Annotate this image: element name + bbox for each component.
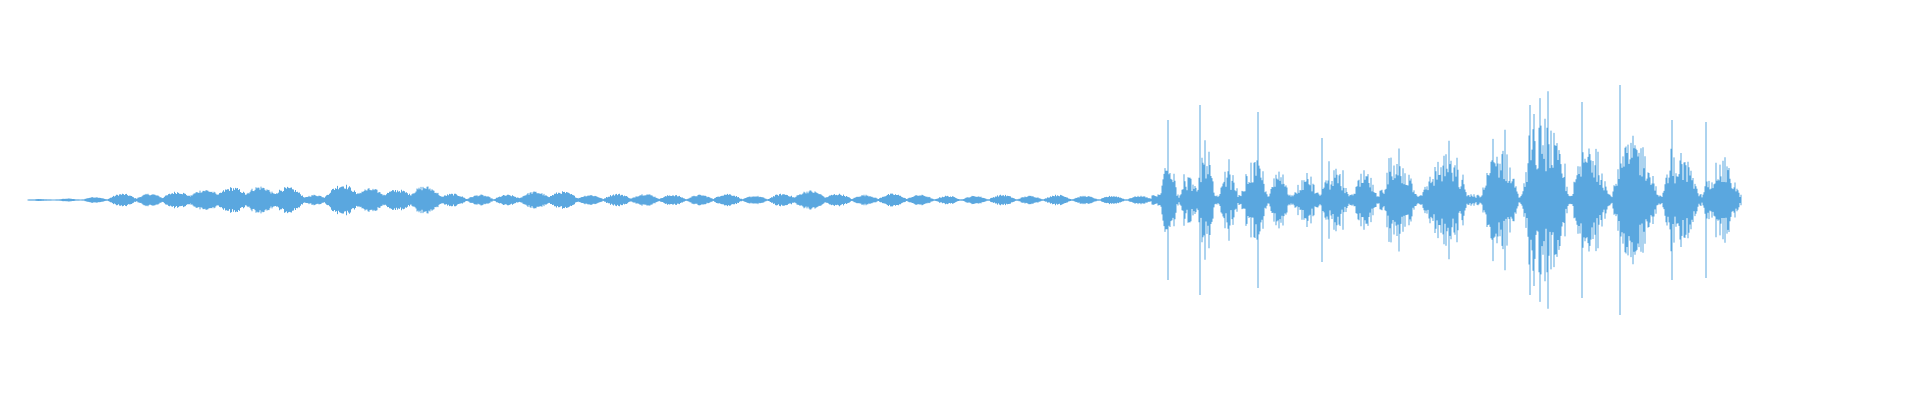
waveform-lines [27, 85, 1742, 315]
